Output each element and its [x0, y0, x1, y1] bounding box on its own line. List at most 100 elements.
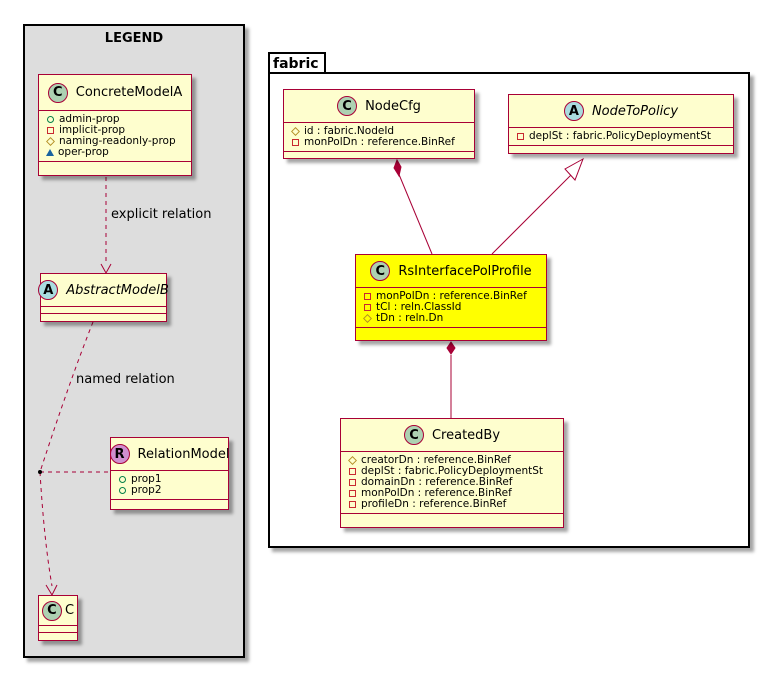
attribute-text: admin-prop [59, 113, 120, 125]
class-header: C CreatedBy [341, 419, 563, 452]
attribute-row: id : fabric.NodeId [290, 126, 474, 137]
class-name: CreatedBy [431, 427, 501, 443]
class-header: A AbstractModelB [38, 274, 169, 307]
class-header: C RsInterfacePolProfile [356, 255, 546, 288]
empty-attribute-section [41, 307, 166, 314]
private-visibility-icon [517, 133, 524, 140]
attribute-row: tCl : reln.ClassId [362, 302, 546, 313]
private-visibility-icon [349, 479, 356, 486]
fabric-package-tab: fabric [268, 52, 326, 74]
public-visibility-icon [119, 476, 126, 483]
class-concrete-model-a[interactable]: C ConcreteModelA admin-prop implicit-pro… [38, 74, 192, 176]
attribute-list: admin-prop implicit-prop naming-readonly… [39, 111, 191, 162]
attribute-row: monPolDn : reference.BinRef [347, 488, 563, 499]
class-nodetopolicy[interactable]: A NodeToPolicy deplSt : fabric.PolicyDep… [508, 94, 734, 154]
attribute-row: monPolDn : reference.BinRef [290, 137, 474, 148]
attribute-row: admin-prop [45, 114, 191, 125]
attribute-text: creatorDn : reference.BinRef [361, 454, 511, 466]
class-name: RelationModel [137, 446, 230, 462]
attribute-list: monPolDn : reference.BinRef tCl : reln.C… [356, 288, 546, 328]
class-badge-c-icon: C [370, 261, 391, 281]
protected-visibility-icon [348, 456, 357, 465]
attribute-text: id : fabric.NodeId [304, 125, 395, 137]
junction-to-c-edge [39, 471, 53, 587]
class-badge-a-icon: A [38, 280, 59, 300]
attribute-text: monPolDn : reference.BinRef [376, 290, 527, 302]
class-relation-model[interactable]: R RelationModel prop1 prop2 [109, 437, 230, 510]
protected-visibility-icon [291, 127, 300, 136]
attribute-row: creatorDn : reference.BinRef [347, 455, 563, 466]
named-relation-label: named relation [76, 372, 175, 387]
attribute-text: oper-prop [58, 146, 109, 158]
protected-visibility-icon [46, 137, 55, 146]
attribute-list: prop1 prop2 [111, 471, 228, 500]
attribute-list: deplSt : fabric.PolicyDeploymentSt [509, 128, 733, 146]
attribute-row: deplSt : fabric.PolicyDeploymentSt [515, 131, 733, 142]
package-visibility-icon [46, 149, 54, 156]
class-createdby[interactable]: C CreatedBy creatorDn : reference.BinRef… [340, 418, 564, 528]
class-badge-a-icon: A [563, 101, 584, 121]
private-visibility-icon [349, 468, 356, 475]
public-visibility-icon [47, 116, 54, 123]
attribute-row: monPolDn : reference.BinRef [362, 291, 546, 302]
empty-method-section [39, 633, 77, 639]
attribute-row: prop1 [117, 474, 228, 485]
attribute-text: tCl : reln.ClassId [376, 301, 462, 313]
attribute-text: profileDn : reference.BinRef [361, 498, 507, 510]
private-visibility-icon [364, 293, 371, 300]
attribute-text: monPolDn : reference.BinRef [361, 487, 512, 499]
nodecfg-composition-edge [397, 171, 433, 255]
class-name: NodeCfg [365, 98, 421, 114]
class-name: AbstractModelB [66, 282, 169, 298]
protected-visibility-icon [363, 314, 372, 323]
private-visibility-icon [349, 490, 356, 497]
attribute-row: implicit-prop [45, 125, 191, 136]
junction-dot [38, 470, 42, 474]
empty-method-section [41, 314, 166, 320]
attribute-text: domainDn : reference.BinRef [361, 476, 513, 488]
class-abstract-model-b[interactable]: A AbstractModelB [38, 273, 169, 322]
class-header: C NodeCfg [284, 90, 474, 123]
class-name: NodeToPolicy [591, 103, 679, 119]
nodecfg-composition-diamond [393, 158, 402, 178]
attribute-list: creatorDn : reference.BinRef deplSt : fa… [341, 452, 563, 514]
public-visibility-icon [119, 487, 126, 494]
attribute-text: naming-readonly-prop [59, 135, 176, 147]
class-nodecfg[interactable]: C NodeCfg id : fabric.NodeId monPolDn : … [283, 89, 475, 159]
class-badge-c-icon: C [41, 600, 62, 621]
class-name: C [64, 603, 75, 618]
attribute-text: deplSt : fabric.PolicyDeploymentSt [529, 130, 712, 142]
private-visibility-icon [364, 304, 371, 311]
explicit-relation-arrowhead [100, 263, 112, 275]
class-badge-c-icon: C [403, 425, 424, 445]
attribute-row: naming-readonly-prop [45, 136, 191, 147]
empty-attribute-section [39, 626, 77, 633]
class-header: A NodeToPolicy [509, 95, 733, 128]
junction-to-c-arrowhead [45, 584, 58, 597]
attribute-text: deplSt : fabric.PolicyDeploymentSt [361, 465, 544, 477]
private-visibility-icon [292, 139, 299, 146]
explicit-relation-label: explicit relation [111, 207, 212, 222]
legend-title: LEGEND [104, 31, 164, 46]
attribute-text: prop2 [131, 484, 162, 496]
attribute-row: oper-prop [45, 147, 191, 158]
inheritance-arrowhead [564, 157, 584, 181]
class-header: R RelationModel [109, 438, 230, 471]
attribute-text: monPolDn : reference.BinRef [304, 136, 455, 148]
private-visibility-icon [349, 501, 356, 508]
class-header: C C [39, 596, 77, 626]
class-header: C ConcreteModelA [39, 75, 191, 111]
attribute-row: profileDn : reference.BinRef [347, 499, 563, 510]
class-name: ConcreteModelA [75, 85, 183, 100]
attribute-row: deplSt : fabric.PolicyDeploymentSt [347, 466, 563, 477]
attribute-row: tDn : reln.Dn [362, 313, 546, 324]
class-badge-c-icon: C [47, 82, 68, 103]
inheritance-edge [491, 172, 574, 255]
createdby-composition-diamond [446, 341, 456, 355]
private-visibility-icon [47, 127, 54, 134]
class-badge-r-icon: R [109, 444, 130, 464]
attribute-row: domainDn : reference.BinRef [347, 477, 563, 488]
class-rsinterfacepolprofile[interactable]: C RsInterfacePolProfile monPolDn : refer… [355, 254, 547, 341]
class-c[interactable]: C C [38, 595, 78, 641]
